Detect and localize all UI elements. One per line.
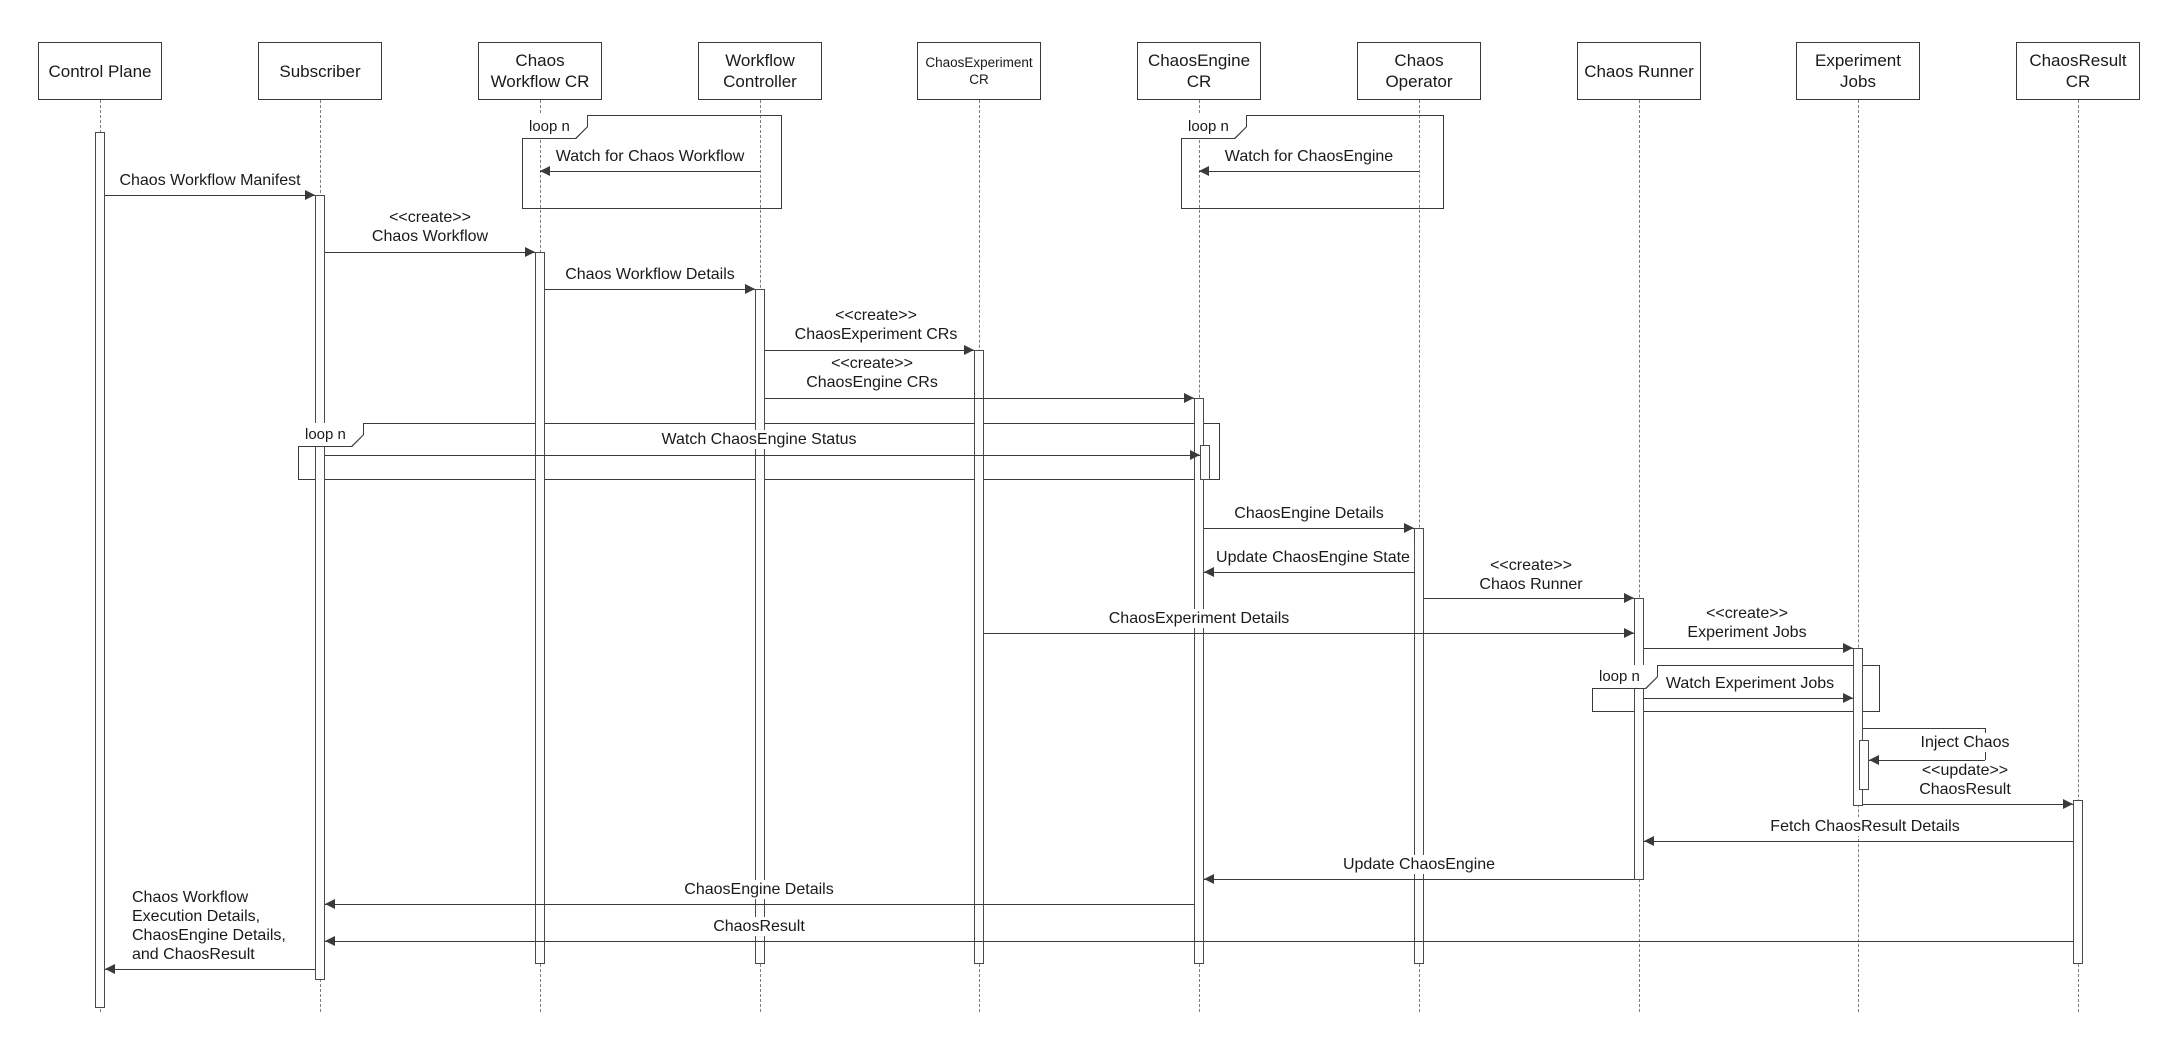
message-label: Update ChaosEngine [1338,855,1500,874]
activation-chaosengine-cr [1194,398,1204,964]
loop-tag-label: loop n [1592,665,1657,688]
participant-chaos-operator: Chaos Operator [1357,42,1481,100]
message-label: Watch Experiment Jobs [1661,674,1839,693]
message-label: Watch ChaosEngine Status [657,430,861,449]
self-message-return-line [1869,760,1985,761]
loop-tag: loop n [522,115,588,139]
message-line [765,398,1194,399]
message-line [325,904,1194,905]
message-label: <<create>> Chaos Workflow [367,208,493,246]
loop-tag-label: loop n [298,423,363,446]
arrowhead-left-icon [1204,874,1214,884]
message-line [1644,698,1853,699]
participant-experiment-jobs: Experiment Jobs [1796,42,1920,100]
message-line [984,633,1634,634]
message-label: Chaos Workflow Details [561,265,739,284]
lifeline-chaos-runner [1639,100,1640,1012]
arrowhead-right-icon [1843,643,1853,653]
activation-chaos-runner [1634,598,1644,880]
message-label: <<update>> ChaosResult [1915,761,2015,799]
arrowhead-left-icon [105,964,115,974]
message-line [105,195,315,196]
arrowhead-right-icon [1404,523,1414,533]
message-line [1204,528,1414,529]
arrowhead-left-icon [1199,166,1209,176]
message-label: Watch for Chaos Workflow [551,147,749,166]
arrowhead-right-icon [525,247,535,257]
message-label: <<create>> Experiment Jobs [1683,604,1811,642]
message-label: Fetch ChaosResult Details [1766,817,1964,836]
activation-chaosengine-cr-nested [1200,445,1210,480]
arrowhead-left-icon [325,936,335,946]
loop-fragment-watch-chaosengine [1181,115,1444,209]
message-line [105,969,315,970]
message-label: ChaosEngine Details [1230,504,1388,523]
participant-chaos-runner: Chaos Runner [1577,42,1701,100]
arrowhead-left-icon [1204,567,1214,577]
message-line [325,252,535,253]
arrowhead-left-icon [1869,755,1879,765]
loop-tag-label: loop n [1181,115,1246,138]
participant-workflow-controller: Workflow Controller [698,42,822,100]
activation-chaosexperiment-cr [974,350,984,964]
arrowhead-right-icon [745,284,755,294]
arrowhead-right-icon [1190,450,1200,460]
activation-experiment-jobs [1853,648,1863,806]
participant-chaosexperiment-cr: ChaosExperiment CR [917,42,1041,100]
message-line [1204,572,1414,573]
lifeline-chaosresult-cr [2078,100,2079,1012]
arrowhead-left-icon [540,166,550,176]
message-line [545,289,755,290]
loop-tag-label: loop n [522,115,587,138]
arrowhead-right-icon [1624,593,1634,603]
message-line [765,350,974,351]
message-line [1199,171,1419,172]
message-line [1424,598,1634,599]
arrowhead-left-icon [325,899,335,909]
activation-chaos-operator [1414,528,1424,964]
arrowhead-right-icon [1624,628,1634,638]
message-label: Chaos Workflow Execution Details, ChaosE… [132,888,286,964]
arrowhead-left-icon [1644,836,1654,846]
participant-subscriber: Subscriber [258,42,382,100]
loop-tag: loop n [1592,665,1658,689]
activation-subscriber [315,195,325,980]
activation-chaosresult-cr [2073,800,2083,964]
message-label: Update ChaosEngine State [1212,548,1414,567]
lifeline-experiment-jobs [1858,100,1859,1012]
participant-chaosengine-cr: ChaosEngine CR [1137,42,1261,100]
loop-tag: loop n [1181,115,1247,139]
activation-experiment-jobs-nested [1859,740,1869,790]
activation-chaos-workflow-cr [535,252,545,964]
message-label: Chaos Workflow Manifest [115,171,305,190]
loop-fragment-watch-chaos-workflow [522,115,782,209]
self-message-out-line [1863,728,1985,729]
arrowhead-right-icon [1843,693,1853,703]
activation-control-plane [95,132,105,1008]
message-line [1644,841,2073,842]
message-label: Inject Chaos [1916,733,2014,752]
message-label: <<create>> ChaosExperiment CRs [790,306,962,344]
message-label: Watch for ChaosEngine [1220,147,1398,166]
message-label: ChaosResult [709,917,809,936]
message-label: ChaosEngine Details [680,880,838,899]
participant-control-plane: Control Plane [38,42,162,100]
arrowhead-right-icon [964,345,974,355]
message-line [1644,648,1853,649]
message-line [1204,879,1634,880]
participant-chaos-workflow-cr: Chaos Workflow CR [478,42,602,100]
message-label: ChaosExperiment Details [1104,609,1294,628]
arrowhead-right-icon [1184,393,1194,403]
participant-chaosresult-cr: ChaosResult CR [2016,42,2140,100]
message-label: <<create>> Chaos Runner [1475,556,1587,594]
arrowhead-right-icon [2063,799,2073,809]
message-line [540,171,760,172]
message-line [1863,804,2073,805]
arrowhead-right-icon [305,190,315,200]
message-label: <<create>> ChaosEngine CRs [802,354,942,392]
message-line [325,941,2073,942]
message-line [325,455,1200,456]
activation-workflow-controller [755,289,765,964]
loop-tag: loop n [298,423,364,447]
